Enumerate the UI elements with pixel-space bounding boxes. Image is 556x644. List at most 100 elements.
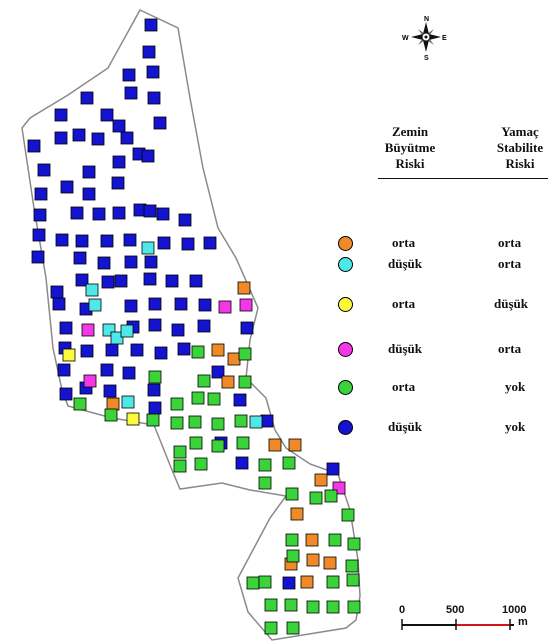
site-marker-orange — [211, 343, 225, 357]
site-marker-green — [345, 559, 359, 573]
site-marker-green — [197, 374, 211, 388]
site-marker-blue — [153, 116, 167, 130]
site-marker-blue — [124, 255, 138, 269]
legend-yamac-value: orta — [498, 256, 522, 271]
site-marker-green — [211, 417, 225, 431]
site-marker-yellow — [62, 348, 76, 362]
legend-swatch-yellow — [338, 297, 353, 312]
legend-yamac-value: orta — [498, 341, 522, 356]
site-marker-blue — [75, 273, 89, 287]
site-marker-green — [173, 445, 187, 459]
site-marker-green — [236, 436, 250, 450]
site-marker-green — [258, 575, 272, 589]
site-marker-green — [189, 436, 203, 450]
site-marker-blue — [60, 180, 74, 194]
legend-swatch-cyan — [338, 257, 353, 272]
site-marker-blue — [72, 128, 86, 142]
site-marker-blue — [174, 297, 188, 311]
site-marker-green — [346, 573, 360, 587]
site-marker-green — [264, 598, 278, 612]
site-marker-green — [328, 533, 342, 547]
site-marker-blue — [326, 462, 340, 476]
legend-yamac-value: orta — [498, 235, 522, 250]
site-marker-blue — [37, 163, 51, 177]
site-marker-blue — [177, 342, 191, 356]
legend-zemin-value: düşük — [388, 419, 422, 434]
site-marker-blue — [143, 204, 157, 218]
site-marker-green — [170, 416, 184, 430]
site-marker-blue — [197, 319, 211, 333]
site-marker-orange — [305, 533, 319, 547]
site-marker-blue — [147, 383, 161, 397]
site-marker-green — [284, 598, 298, 612]
site-marker-orange — [323, 556, 337, 570]
site-marker-green — [173, 459, 187, 473]
site-marker-blue — [101, 275, 115, 289]
site-marker-blue — [100, 363, 114, 377]
site-marker-blue — [54, 131, 68, 145]
site-marker-blue — [171, 323, 185, 337]
site-marker-blue — [142, 45, 156, 59]
site-marker-cyan — [249, 415, 263, 429]
site-marker-blue — [34, 187, 48, 201]
legend-yamac-value: düşük — [494, 296, 528, 311]
site-marker-green — [309, 491, 323, 505]
site-marker-blue — [82, 187, 96, 201]
north-arrow-icon: N S E W — [402, 16, 447, 62]
site-marker-green — [347, 537, 361, 551]
legend-zemin-value: orta — [392, 296, 416, 311]
site-marker-blue — [100, 234, 114, 248]
site-marker-green — [146, 413, 160, 427]
site-marker-blue — [148, 318, 162, 332]
site-marker-blue — [240, 321, 254, 335]
site-marker-orange — [306, 553, 320, 567]
site-marker-green — [194, 457, 208, 471]
site-marker-blue — [260, 414, 274, 428]
legend-zemin-value: düşük — [388, 341, 422, 356]
site-marker-green — [170, 397, 184, 411]
legend-zemin-value: düşük — [388, 256, 422, 271]
legend-yamac-value: yok — [505, 419, 526, 434]
site-marker-orange — [227, 352, 241, 366]
site-marker-blue — [80, 91, 94, 105]
site-marker-magenta — [81, 323, 95, 337]
site-marker-blue — [59, 321, 73, 335]
scale-bar — [401, 619, 514, 630]
site-marker-blue — [82, 165, 96, 179]
site-marker-magenta — [218, 300, 232, 314]
site-marker-blue — [157, 236, 171, 250]
legend-swatch-orange — [338, 236, 353, 251]
site-marker-blue — [80, 344, 94, 358]
site-marker-blue — [123, 233, 137, 247]
site-marker-blue — [178, 213, 192, 227]
site-marker-green — [264, 621, 278, 635]
site-marker-blue — [105, 343, 119, 357]
site-marker-blue — [33, 208, 47, 222]
legend-swatch-blue — [338, 420, 353, 435]
site-marker-blue — [112, 119, 126, 133]
legend-swatch-green — [338, 380, 353, 395]
site-marker-green — [326, 575, 340, 589]
site-marker-green — [207, 392, 221, 406]
site-marker-blue — [57, 363, 71, 377]
site-marker-blue — [91, 132, 105, 146]
legend-header-zemin: Zemin Büyütme Riski — [384, 124, 436, 171]
site-marker-cyan — [120, 324, 134, 338]
site-marker-green — [282, 456, 296, 470]
site-marker-blue — [92, 207, 106, 221]
site-marker-green — [258, 476, 272, 490]
site-marker-green — [285, 533, 299, 547]
site-marker-blue — [97, 256, 111, 270]
site-marker-green — [148, 370, 162, 384]
site-marker-blue — [141, 149, 155, 163]
legend-yamac-value: yok — [505, 379, 526, 394]
site-marker-blue — [189, 274, 203, 288]
site-marker-blue — [156, 207, 170, 221]
site-marker-green — [258, 458, 272, 472]
site-marker-green — [324, 489, 338, 503]
site-marker-cyan — [85, 283, 99, 297]
legend-zemin-value: orta — [392, 235, 416, 250]
site-marker-blue — [27, 139, 41, 153]
site-marker-blue — [148, 297, 162, 311]
site-marker-green — [341, 508, 355, 522]
